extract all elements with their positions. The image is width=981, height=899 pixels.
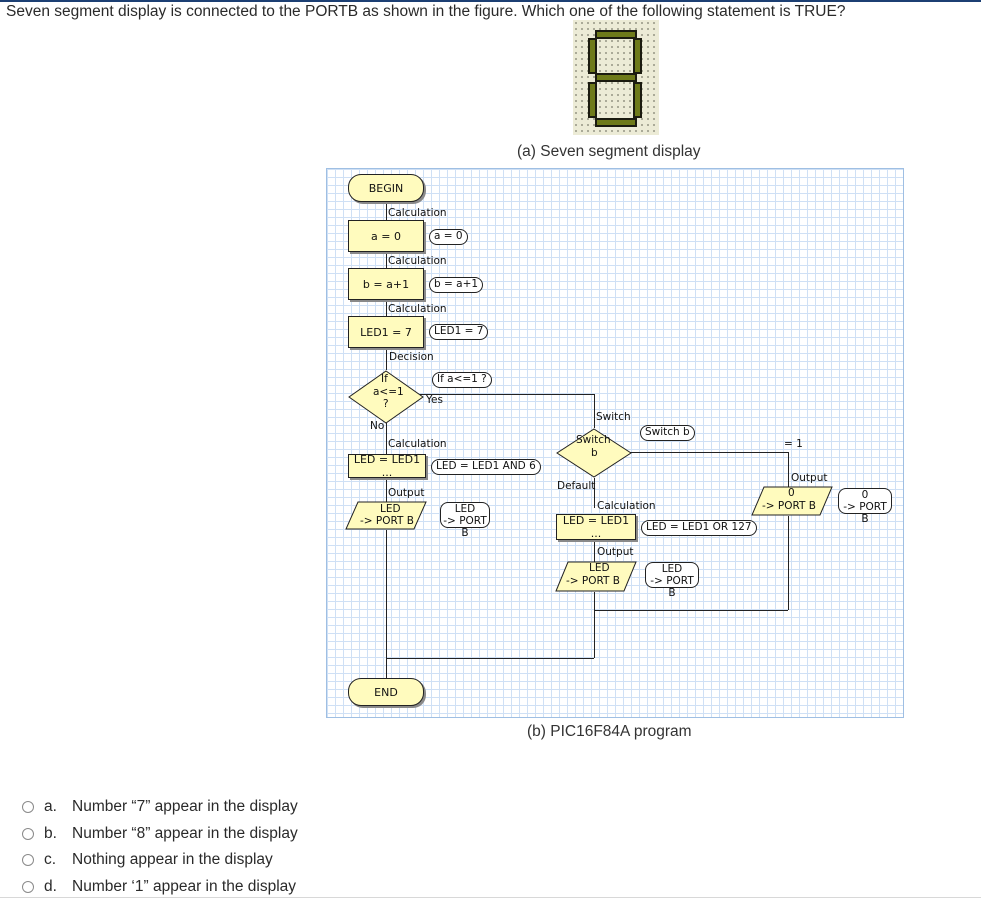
calc4-box[interactable]: LED = LED1 ...	[348, 453, 426, 479]
decision-note: If a<=1 ?	[432, 372, 492, 388]
segment-b	[633, 38, 642, 74]
decision-no-label: No	[370, 420, 385, 432]
decision-label: Decision	[389, 351, 434, 363]
connector	[386, 202, 387, 220]
option-b[interactable]: b. Number “8” appear in the display	[22, 825, 298, 843]
connector	[594, 592, 595, 658]
option-c[interactable]: c. Nothing appear in the display	[22, 851, 273, 869]
decision-line3: ?	[383, 398, 389, 410]
option-text: Nothing appear in the display	[72, 851, 273, 868]
output2-note-line1: LED	[661, 563, 683, 575]
connector	[420, 394, 594, 395]
segment-f	[588, 38, 597, 74]
output2-line2: -> PORT B	[566, 575, 621, 587]
option-text: Number “8” appear in the display	[72, 825, 298, 842]
calc5-note: LED = LED1 OR 127	[641, 520, 757, 536]
option-letter: d.	[44, 878, 57, 895]
calc1-box[interactable]: a = 0	[348, 220, 424, 252]
calc4-note: LED = LED1 AND 6	[431, 459, 541, 475]
switch-line1: Switch	[576, 434, 611, 446]
calc3-label: Calculation	[388, 303, 447, 315]
output2-note-line2: -> PORT B	[650, 575, 694, 599]
switch-label: Switch	[596, 411, 631, 423]
output1-parallelogram[interactable]	[345, 501, 428, 530]
output3-note-line2: -> PORT B	[843, 501, 887, 525]
output3-label: Output	[791, 472, 828, 484]
option-d[interactable]: d. Number ‘1” appear in the display	[22, 878, 296, 896]
end-terminal[interactable]: END	[348, 678, 424, 706]
connector	[386, 478, 387, 502]
begin-terminal[interactable]: BEGIN	[348, 174, 424, 202]
output2-label: Output	[597, 546, 634, 558]
output2-note: LED -> PORT B	[645, 562, 699, 599]
connector	[594, 610, 788, 611]
switch-note: Switch b	[640, 425, 695, 441]
seven-segment-display	[573, 20, 659, 135]
decision-diamond[interactable]	[348, 370, 424, 424]
decision-line2: a<=1	[373, 386, 404, 398]
connector	[630, 452, 788, 453]
bottom-border	[0, 897, 981, 898]
output1-line1: LED	[380, 503, 401, 515]
switch-line2: b	[591, 447, 598, 459]
connector	[788, 452, 789, 488]
output1-note-line2: -> PORT B	[443, 515, 487, 539]
question-text: Seven segment display is connected to th…	[6, 3, 846, 20]
output3-line1: 0	[788, 487, 795, 499]
segment-a	[595, 30, 637, 39]
connector	[594, 540, 595, 562]
option-text: Number ‘1” appear in the display	[72, 878, 297, 895]
segment-g	[595, 73, 637, 82]
connector	[386, 422, 387, 454]
segment-e	[588, 82, 597, 118]
decision-line1: If	[381, 373, 388, 385]
output3-note: 0 -> PORT B	[838, 488, 892, 525]
calc3-note: LED1 = 7	[429, 324, 489, 340]
connector	[788, 516, 789, 610]
switch-default-label: Default	[557, 480, 596, 492]
calc5-box[interactable]: LED = LED1 ...	[556, 514, 636, 540]
output1-label: Output	[388, 487, 425, 499]
output2-parallelogram[interactable]	[555, 561, 638, 592]
calc2-label: Calculation	[388, 255, 447, 267]
connector	[386, 530, 387, 678]
output1-line2: -> PORT B	[360, 515, 415, 527]
connector	[594, 394, 595, 428]
connector	[594, 478, 595, 508]
connector	[386, 348, 387, 370]
output3-line2: -> PORT B	[762, 500, 817, 512]
option-a[interactable]: a. Number “7” appear in the display	[22, 798, 298, 816]
calc1-note: a = 0	[429, 229, 468, 245]
calc3-box[interactable]: LED1 = 7	[348, 316, 424, 348]
top-border	[0, 0, 981, 2]
option-letter: c.	[44, 851, 57, 868]
option-letter: a.	[44, 798, 57, 815]
figure-a-caption: (a) Seven segment display	[517, 143, 701, 160]
radio-button[interactable]	[22, 801, 34, 813]
output1-note-line1: LED	[454, 503, 476, 515]
decision-yes-label: Yes	[426, 394, 443, 406]
calc5-label: Calculation	[597, 500, 656, 512]
calc2-note: b = a+1	[429, 277, 484, 293]
calc2-box[interactable]: b = a+1	[348, 268, 424, 300]
segment-c	[633, 82, 642, 118]
switch-case-label: = 1	[784, 438, 803, 450]
calc1-label: Calculation	[388, 207, 447, 219]
connector	[386, 300, 387, 318]
switch-diamond[interactable]	[556, 428, 632, 478]
connector	[386, 252, 387, 270]
radio-button[interactable]	[22, 881, 34, 893]
segment-d	[595, 118, 637, 127]
radio-button[interactable]	[22, 854, 34, 866]
option-text: Number “7” appear in the display	[72, 798, 298, 815]
output3-parallelogram[interactable]	[751, 486, 834, 516]
option-letter: b.	[44, 825, 57, 842]
connector	[386, 658, 594, 659]
output2-line1: LED	[589, 562, 610, 574]
output1-note: LED -> PORT B	[440, 502, 490, 539]
output3-note-line1: 0	[861, 489, 869, 501]
figure-b-caption: (b) PIC16F84A program	[527, 723, 692, 740]
radio-button[interactable]	[22, 828, 34, 840]
calc4-label: Calculation	[388, 438, 447, 450]
